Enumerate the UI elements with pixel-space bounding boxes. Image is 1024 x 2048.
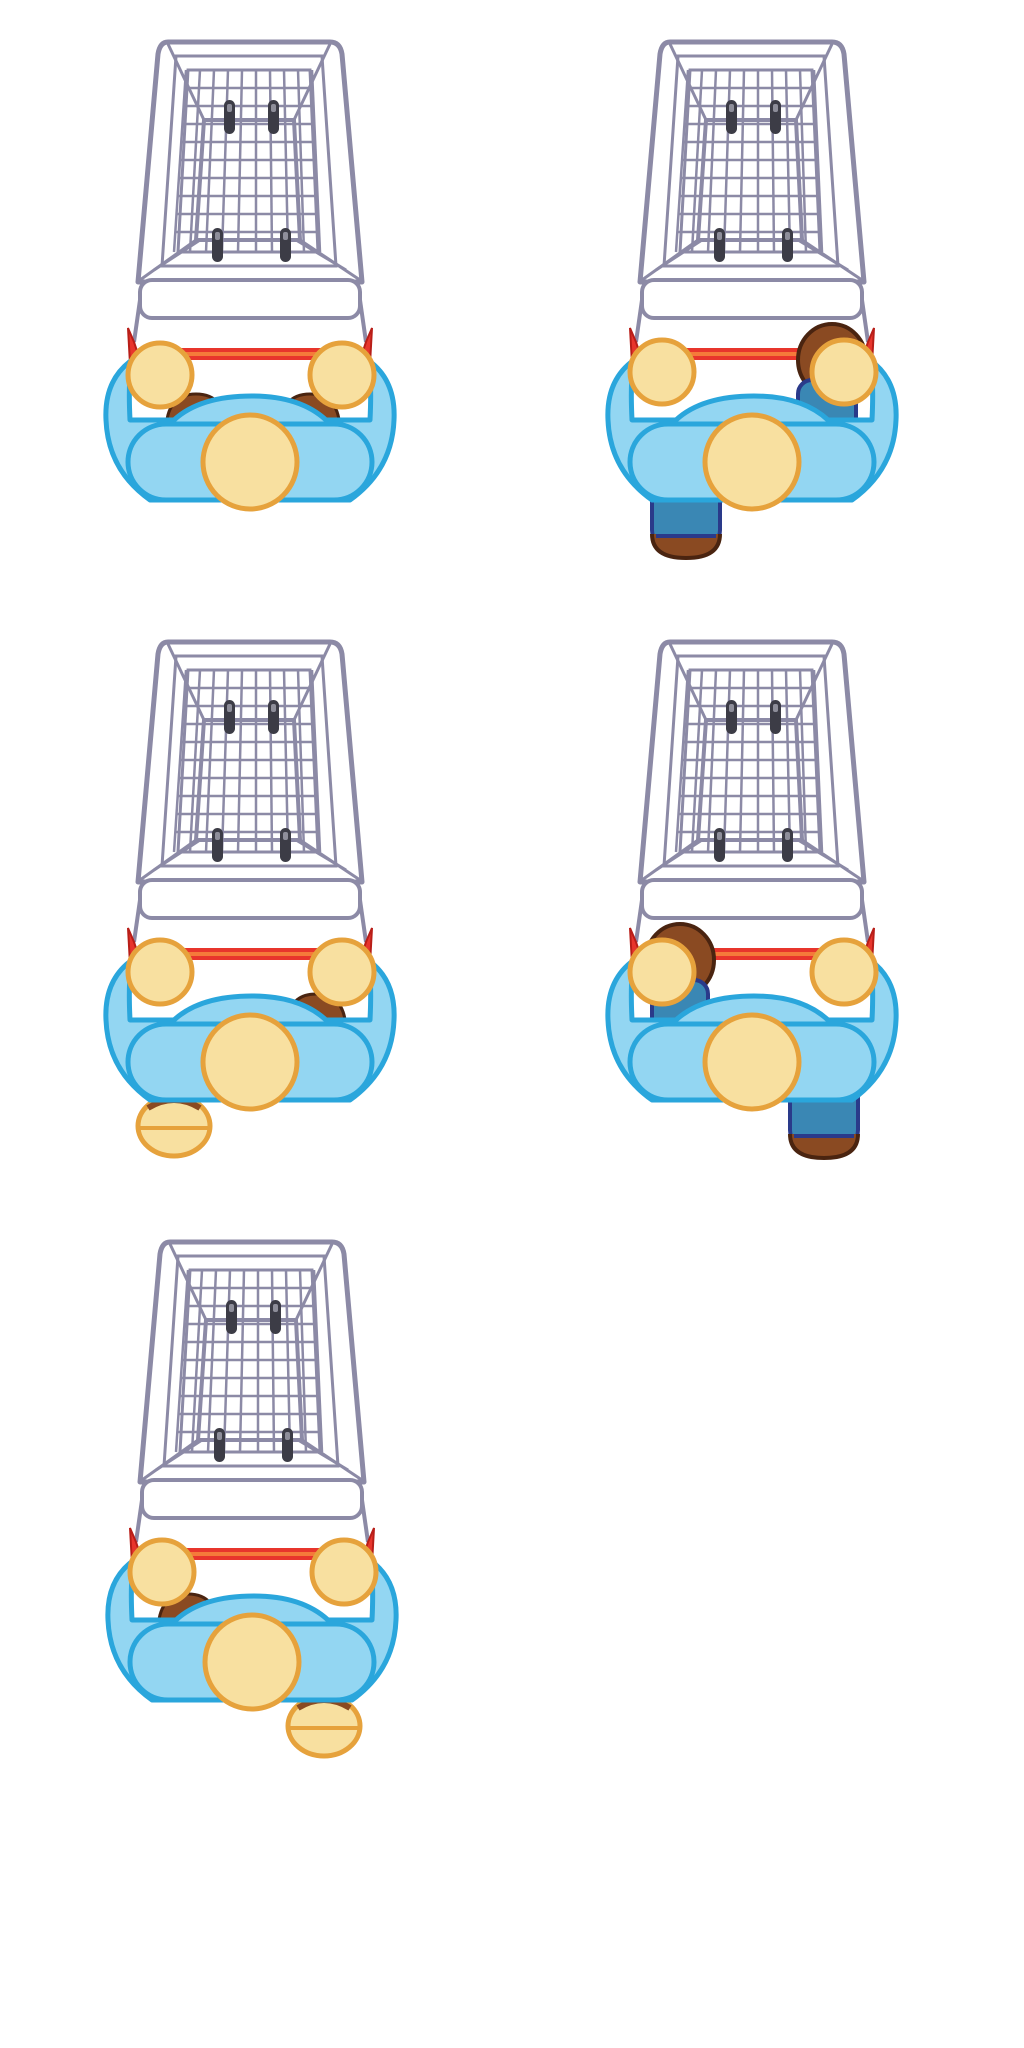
- shopping-cart-icon: [136, 1242, 368, 1542]
- right-hand: [310, 940, 374, 1004]
- shopping-cart-icon: [636, 642, 868, 942]
- right-hand: [312, 1540, 376, 1604]
- frame-3-left-foot-back: [106, 642, 394, 1156]
- right-hand: [812, 340, 876, 404]
- left-hand: [128, 940, 192, 1004]
- right-hand: [812, 940, 876, 1004]
- left-hand: [630, 940, 694, 1004]
- frame-4-right-leg-back: [608, 642, 896, 1160]
- shopper-head: [705, 1015, 799, 1109]
- shopper-head: [203, 415, 297, 509]
- frame-2-left-leg-back: [608, 42, 896, 560]
- left-hand: [130, 1540, 194, 1604]
- left-hand: [630, 340, 694, 404]
- frame-5-right-foot-back: [108, 1242, 396, 1756]
- shopper-head: [205, 1615, 299, 1709]
- right-foot-back: [288, 1696, 360, 1756]
- shopper-head: [705, 415, 799, 509]
- left-hand: [128, 343, 192, 407]
- left-foot-back: [138, 1096, 210, 1156]
- right-hand: [310, 343, 374, 407]
- shopping-cart-icon: [134, 642, 366, 942]
- shopping-cart-icon: [134, 42, 366, 342]
- shopping-cart-icon: [636, 42, 868, 342]
- shopper-head: [203, 1015, 297, 1109]
- frame-1-standing: [106, 42, 394, 509]
